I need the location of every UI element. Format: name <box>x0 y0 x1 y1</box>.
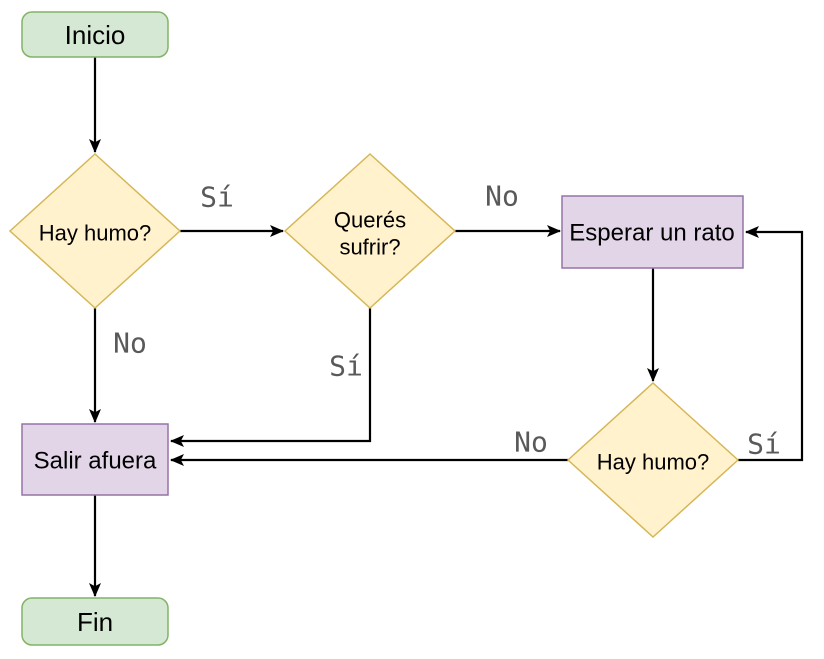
edge-labels: Sí No No Sí No Sí <box>113 180 781 461</box>
edge-queres-sufrir-si <box>170 308 372 447</box>
node-fin: Fin <box>21 597 169 646</box>
node-hay-humo-2: Hay humo? <box>566 381 740 539</box>
node-hay-humo-1-shape <box>8 152 182 310</box>
node-queres-sufrir-shape <box>283 152 457 310</box>
edge-label-si-3: Sí <box>747 428 781 461</box>
edges <box>89 57 804 597</box>
edge-hay-humo-2-si-loop <box>738 226 804 462</box>
edge-label-si-1: Sí <box>200 181 234 214</box>
node-salir-afuera: Salir afuera <box>21 423 169 496</box>
node-fin-shape <box>21 597 169 646</box>
node-hay-humo-1: Hay humo? <box>8 152 182 310</box>
node-esperar-un-rato-label: Esperar un rato <box>569 220 734 247</box>
node-fin-label: Fin <box>77 607 113 637</box>
node-inicio-shape <box>21 11 169 58</box>
node-hay-humo-2-label: Hay humo? <box>597 450 710 475</box>
edge-label-no-3: No <box>514 426 548 459</box>
node-salir-afuera-label: Salir afuera <box>34 448 157 475</box>
node-queres-sufrir: Querés sufrir? <box>283 152 457 310</box>
node-esperar-un-rato-shape <box>561 195 744 269</box>
node-inicio: Inicio <box>21 11 169 58</box>
node-esperar-un-rato: Esperar un rato <box>561 195 744 269</box>
edge-label-no-2: No <box>113 327 147 360</box>
node-inicio-label: Inicio <box>65 20 126 50</box>
edge-label-no-1: No <box>485 180 519 213</box>
node-hay-humo-2-shape <box>566 381 740 539</box>
node-hay-humo-1-label: Hay humo? <box>39 221 152 246</box>
edge-label-si-2: Sí <box>329 350 363 383</box>
node-salir-afuera-shape <box>21 423 169 496</box>
node-queres-sufrir-label-line2: sufrir? <box>339 235 400 260</box>
node-queres-sufrir-label-line1: Querés <box>334 208 406 233</box>
